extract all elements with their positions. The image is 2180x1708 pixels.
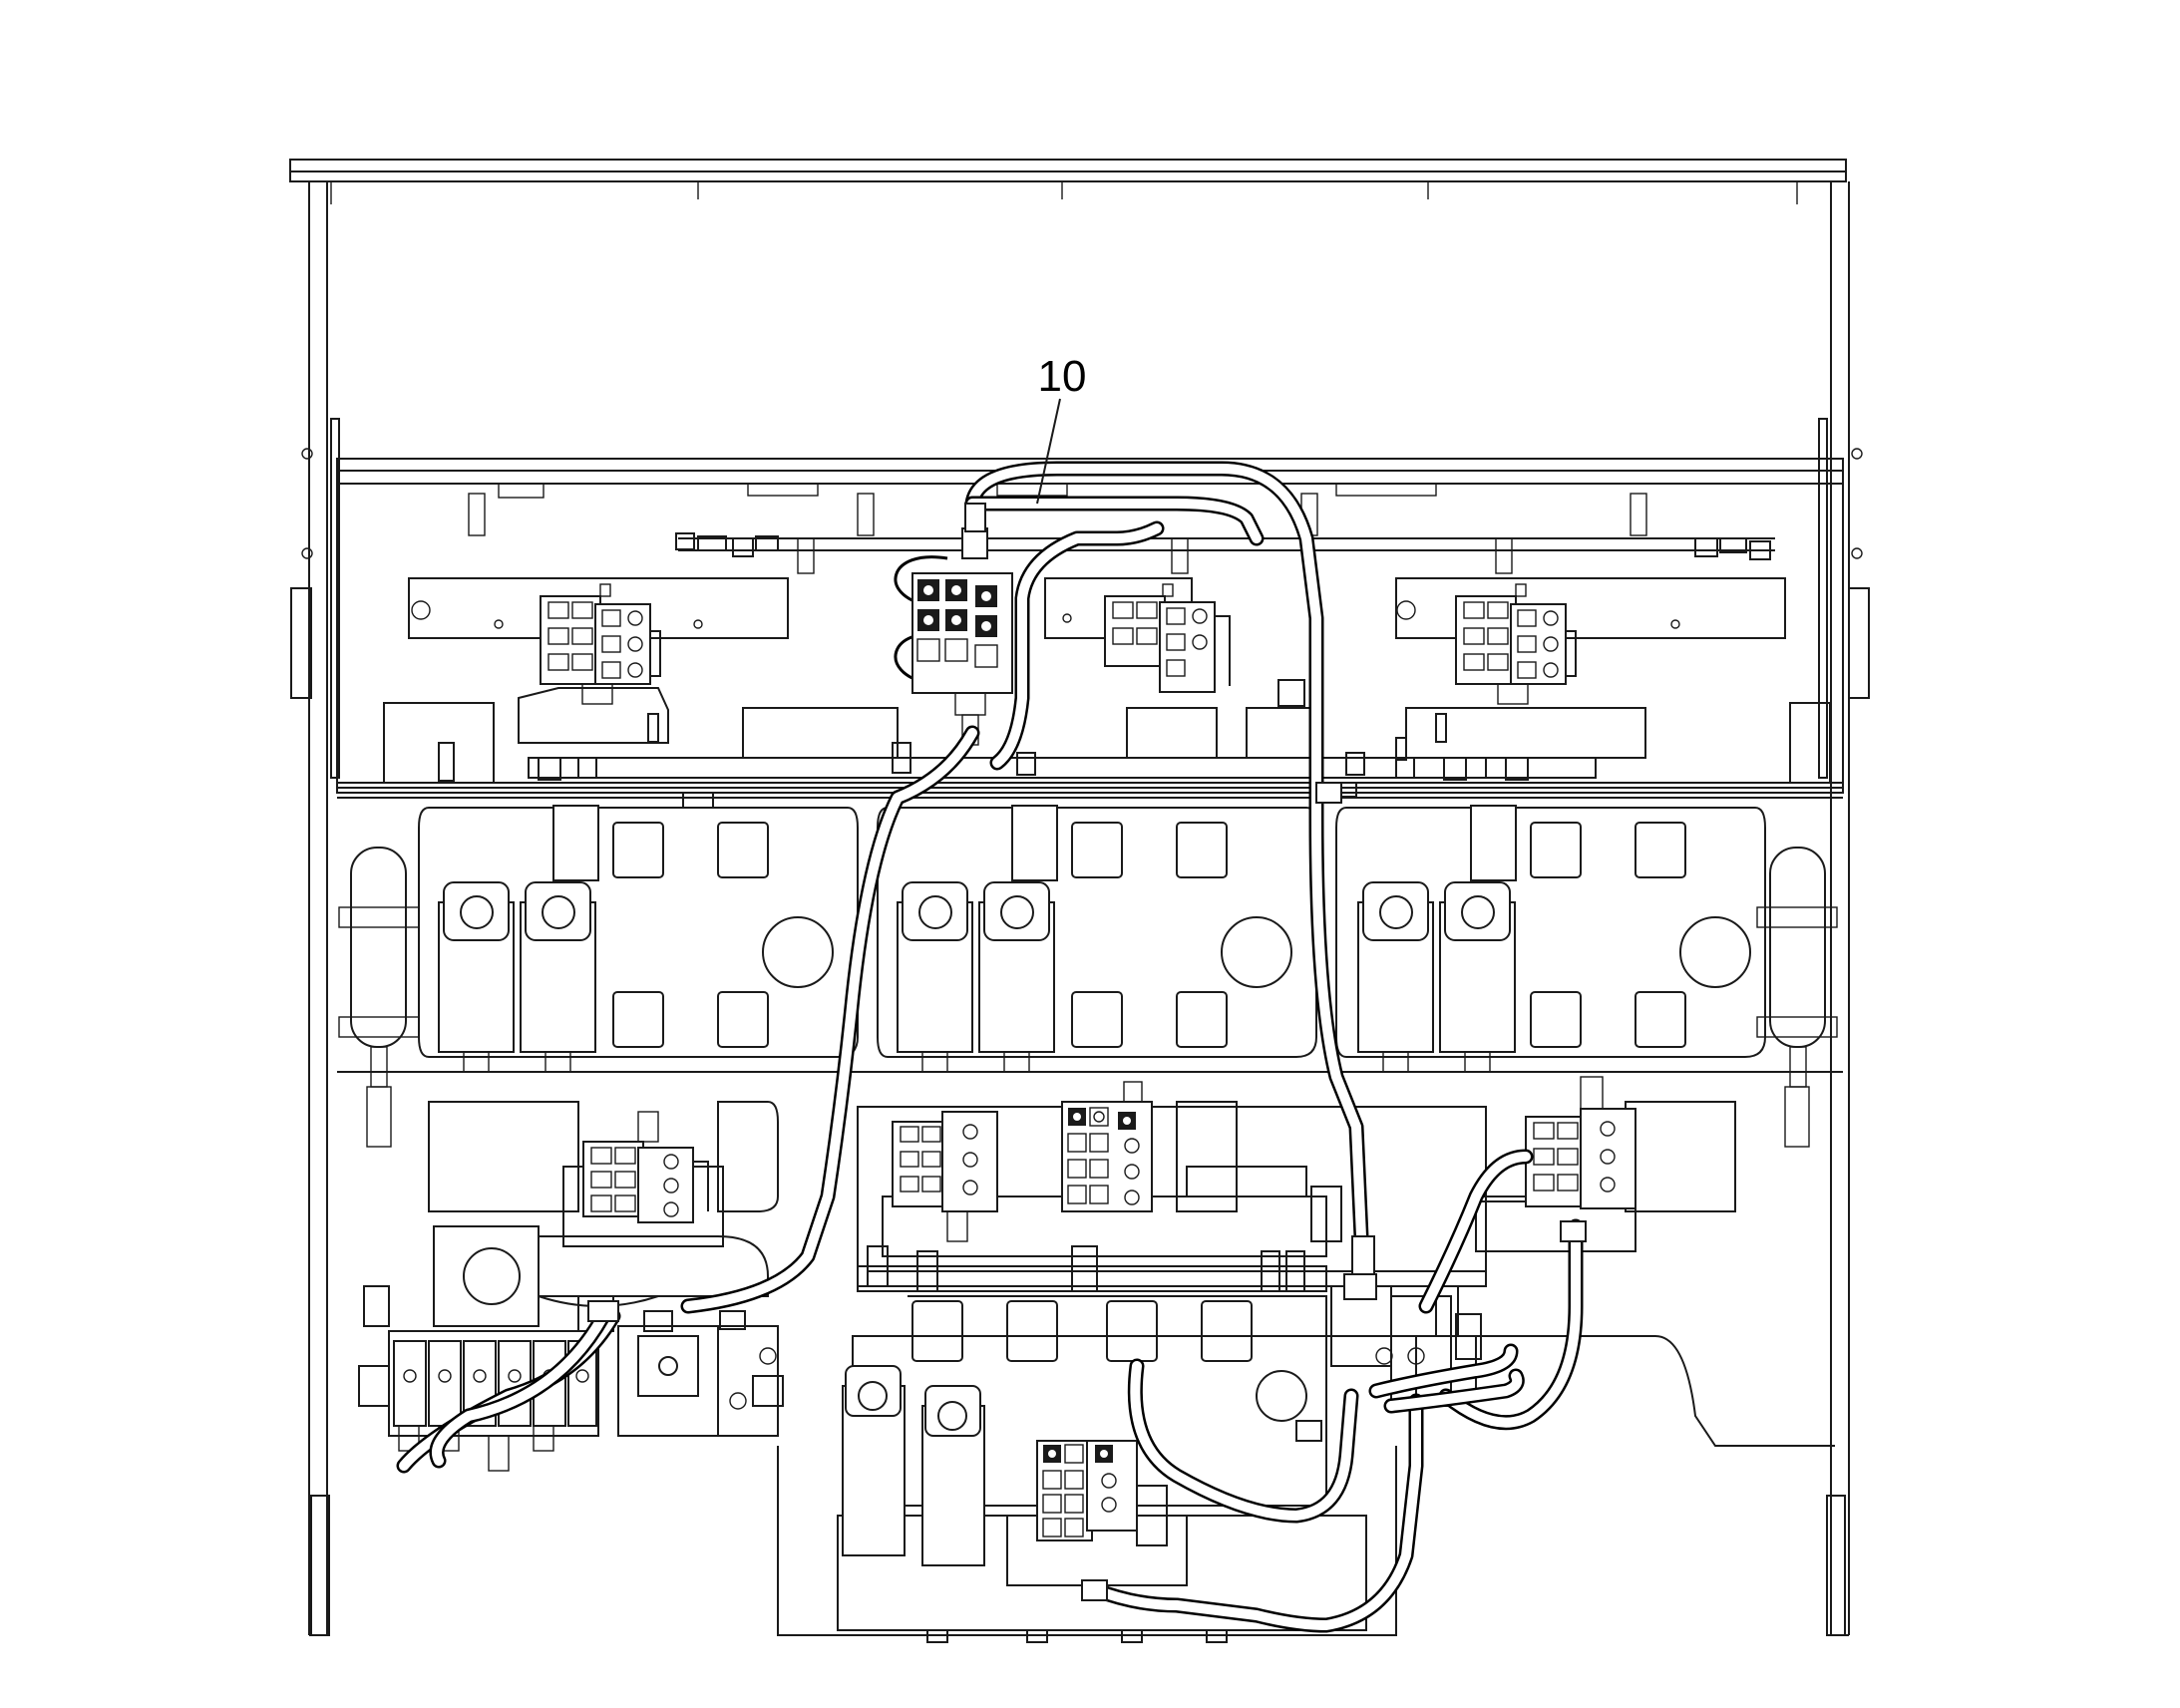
filter-set-center [897, 881, 1055, 1073]
callout-label: 10 [1038, 352, 1087, 401]
accumulator-right [1756, 847, 1838, 1148]
lower-right-valve [1475, 1076, 1636, 1252]
filter-manifolds [338, 805, 1838, 1148]
filter-set-right [1357, 881, 1516, 1073]
accumulator-left [338, 847, 420, 1148]
hydraulic-hoses [396, 461, 1584, 1633]
mid-divider [337, 787, 1843, 799]
bottom-manifold [777, 1295, 1835, 1643]
lower-center-manifold [857, 1081, 1487, 1292]
upper-valve-blocks [540, 555, 1577, 746]
outer-frame [289, 159, 1870, 1636]
hose-fittings [587, 503, 1587, 1601]
callout-10: 10 [1036, 352, 1087, 505]
top-rail-fittings [675, 532, 1771, 560]
filter-set-left [438, 881, 596, 1073]
lower-section [337, 1071, 1843, 1327]
upper-plate [336, 458, 1844, 809]
